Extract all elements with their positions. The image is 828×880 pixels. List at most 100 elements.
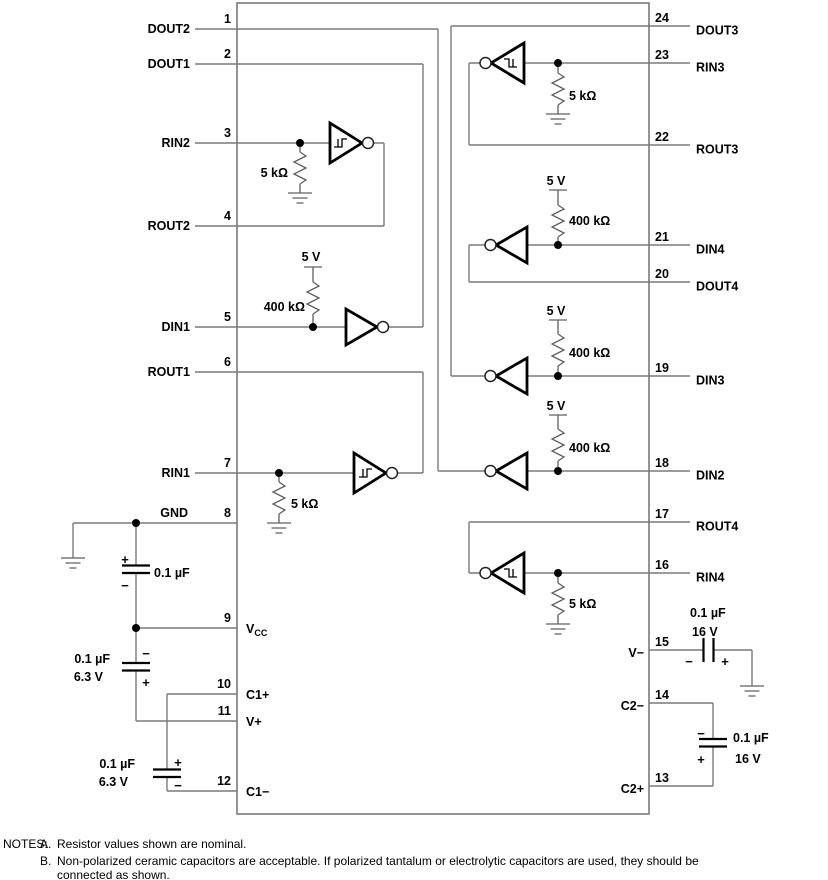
cap-polarity-plus: + xyxy=(721,654,729,669)
wire-gnd xyxy=(72,522,237,558)
wire-dout3-din3 xyxy=(450,25,690,377)
cap-value: 0.1 µF xyxy=(690,606,726,620)
junction-dot xyxy=(554,467,562,475)
resistors xyxy=(271,63,567,624)
driver-din4-triangle xyxy=(493,224,529,266)
note-b-text-cont: connected as shown. xyxy=(57,868,170,880)
inverter-bubble-icon xyxy=(376,320,390,334)
resistor-value: 5 kΩ xyxy=(569,597,596,611)
pin-number: 8 xyxy=(224,506,231,520)
cap-polarity-plus: + xyxy=(142,675,150,690)
cap-value: 0.1 µF xyxy=(99,757,135,771)
capacitor-vminus xyxy=(702,638,715,662)
receiver-rin4-triangle xyxy=(488,550,526,596)
pin-label-rin2: RIN2 xyxy=(162,136,191,150)
ground-icon xyxy=(267,522,291,534)
pin-label-vcc: VCC xyxy=(246,622,268,638)
inverter-bubble-icon xyxy=(484,238,497,252)
pin-number: 21 xyxy=(655,230,669,244)
cap-rating: 6.3 V xyxy=(99,775,129,789)
component-values: 5 kΩ 400 kΩ 5 kΩ 5 kΩ 400 kΩ 400 kΩ 400 … xyxy=(74,89,769,793)
schmitt-icon xyxy=(504,58,517,68)
receiver-rin3-triangle xyxy=(488,40,526,86)
capacitor-bypass-gnd xyxy=(122,564,150,575)
cap-polarity-minus: − xyxy=(174,778,182,793)
junction-dot xyxy=(554,241,562,249)
inverters xyxy=(328,40,529,596)
cap-polarity-plus: + xyxy=(174,755,182,770)
driver-din1-triangle xyxy=(344,306,380,348)
junction-dot xyxy=(275,469,283,477)
wire-vcc xyxy=(135,523,237,629)
resistor-rin1 xyxy=(271,473,287,523)
capacitors xyxy=(122,564,727,779)
inverter-bubble-icon xyxy=(479,56,492,70)
receiver-rin2-triangle xyxy=(328,120,365,166)
pin-label-din2: DIN2 xyxy=(696,469,725,483)
junction-dot xyxy=(132,519,140,527)
ground-icon xyxy=(546,623,570,635)
left-pin-numbers: 1 2 3 4 5 6 7 8 9 10 11 12 xyxy=(217,12,231,788)
pin-label-rout3: ROUT3 xyxy=(696,143,738,157)
vcc-subscript: CC xyxy=(254,628,267,638)
cap-polarity-minus: − xyxy=(121,578,129,593)
pin-number: 1 xyxy=(224,12,231,26)
pin-number: 4 xyxy=(224,209,231,223)
cap-polarity-plus: + xyxy=(697,752,705,767)
pin-number: 18 xyxy=(655,456,669,470)
pin-number: 10 xyxy=(217,677,231,691)
pin-label-dout3: DOUT3 xyxy=(696,24,738,38)
capacitor-c1 xyxy=(153,768,181,779)
wire-dout1-din1 xyxy=(195,63,424,328)
junction-dot xyxy=(309,323,317,331)
driver-din3-triangle xyxy=(493,355,529,397)
cap-value: 0.1 µF xyxy=(154,566,190,580)
cap-rating: 16 V xyxy=(735,752,761,766)
resistor-rin3 xyxy=(550,63,566,114)
pin-label-rin4: RIN4 xyxy=(696,571,725,585)
cap-rating: 16 V xyxy=(692,625,718,639)
inverter-bubble-icon xyxy=(479,566,492,580)
pin-number: 19 xyxy=(655,361,669,375)
pin-label-din4: DIN4 xyxy=(696,243,725,257)
wire-vplus xyxy=(135,628,237,722)
inverter-bubble-icon xyxy=(484,369,497,383)
schmitt-icon xyxy=(504,568,517,578)
right-pin-numbers: 24 23 22 21 20 19 18 17 16 15 14 13 xyxy=(655,11,669,785)
pin-label-rin3: RIN3 xyxy=(696,61,725,75)
cap-polarity-minus: − xyxy=(685,654,693,669)
right-pin-labels: DOUT3 RIN3 ROUT3 DIN4 DOUT4 DIN3 DIN2 RO… xyxy=(621,24,739,797)
resistor-value: 5 kΩ xyxy=(569,89,596,103)
supply-5v-label: 5 V xyxy=(547,399,566,413)
notes-heading: NOTES: xyxy=(3,837,48,851)
resistor-din2 xyxy=(549,414,567,471)
junction-dot xyxy=(554,569,562,577)
wire-c2 xyxy=(649,702,714,787)
wire-dout2-din2 xyxy=(195,28,485,472)
pin-label-vplus: V+ xyxy=(246,715,262,729)
ground-icon xyxy=(61,557,85,569)
resistor-din4 xyxy=(549,189,567,245)
resistor-din3 xyxy=(549,319,567,376)
pin-label-rout1: ROUT1 xyxy=(148,365,190,379)
wire-din4-dout4 xyxy=(468,244,690,283)
pin-number: 3 xyxy=(224,126,231,140)
supply-5v-label: 5 V xyxy=(547,174,566,188)
cap-value: 0.1 µF xyxy=(74,652,110,666)
pin-number: 24 xyxy=(655,11,669,25)
note-a-text: Resistor values shown are nominal. xyxy=(57,837,246,851)
pin-label-rout2: ROUT2 xyxy=(148,219,190,233)
schmitt-icon xyxy=(334,138,347,148)
ground-icon xyxy=(740,685,764,697)
pin-number: 11 xyxy=(218,704,231,718)
pin-number: 13 xyxy=(655,771,669,785)
pin-number: 23 xyxy=(655,48,669,62)
junction-dot xyxy=(554,59,562,67)
pin-label-rout4: ROUT4 xyxy=(696,520,738,534)
pin-label-c1minus: C1− xyxy=(246,785,269,799)
junction-dots xyxy=(132,59,562,632)
pin-number: 5 xyxy=(224,310,231,324)
pin-label-c2plus: C2+ xyxy=(621,782,644,796)
